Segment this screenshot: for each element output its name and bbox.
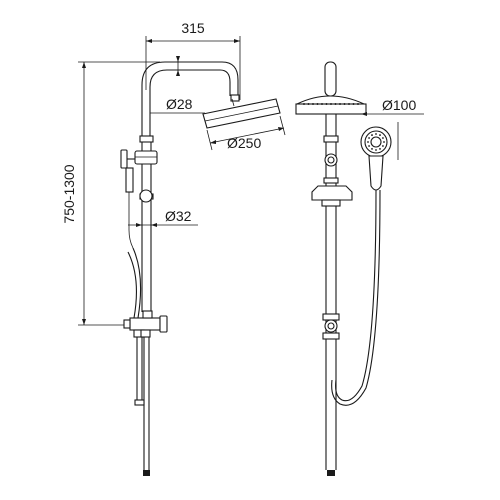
- dimension-label-32: Ø32: [165, 208, 192, 224]
- dimension-100: Ø100: [360, 97, 424, 160]
- dimension-label-315: 315: [181, 20, 205, 36]
- dimension-label-height: 750-1300: [61, 164, 77, 223]
- nozzle-dot: [352, 103, 355, 105]
- hand-nozzle-dot: [371, 134, 373, 136]
- nozzle-dot: [325, 103, 328, 105]
- hand-nozzle-dot: [383, 141, 385, 143]
- dimension-32: Ø32: [128, 208, 198, 227]
- slider-bracket-side: [120, 149, 158, 249]
- nozzle-dot: [330, 103, 332, 105]
- nozzle-dot: [343, 103, 346, 105]
- side-view: 315 750-1300 Ø28: [61, 20, 286, 476]
- outlet-connector-front: [322, 313, 340, 340]
- nozzle-dot: [316, 103, 319, 105]
- nozzle-dot: [312, 103, 314, 105]
- hand-shower: [360, 126, 392, 191]
- slider-bracket-front: [311, 185, 353, 207]
- hand-nozzle-dot: [371, 148, 373, 150]
- dimension-250: Ø250: [206, 115, 286, 151]
- shower-head-front: [295, 95, 367, 115]
- shower-head-side: [202, 98, 281, 129]
- dimension-315: 315: [145, 20, 241, 100]
- riser-rail-front: [323, 114, 339, 470]
- dimension-28: Ø28: [150, 56, 205, 114]
- hand-nozzle-dot: [379, 134, 381, 136]
- hand-nozzle-pattern: [367, 133, 385, 151]
- hand-nozzle-dot: [368, 145, 370, 147]
- dimension-label-28: Ø28: [166, 96, 193, 112]
- shower-arm: [141, 61, 240, 140]
- hand-nozzle-dot: [368, 137, 370, 139]
- nozzle-dot: [334, 103, 337, 105]
- hose-front: [331, 189, 381, 406]
- hand-nozzle-dot: [382, 137, 384, 139]
- dimension-height: 750-1300: [61, 61, 160, 326]
- nozzle-dot: [307, 103, 310, 105]
- dimension-label-250: Ø250: [227, 135, 261, 151]
- hand-nozzle-dot: [375, 149, 377, 151]
- nozzle-dot: [348, 103, 350, 105]
- inlet-pipes-side: [134, 337, 150, 476]
- inlet-front: [327, 470, 335, 476]
- hand-nozzle-dot: [382, 145, 384, 147]
- front-view: Ø100: [295, 61, 424, 476]
- nozzle-dot: [339, 103, 341, 105]
- dimension-label-100: Ø100: [382, 97, 416, 113]
- hand-nozzle-dot: [379, 148, 381, 150]
- arm-front: [324, 61, 337, 97]
- nozzle-dot: [321, 103, 323, 105]
- nozzle-dot: [303, 103, 305, 105]
- hand-nozzle-dot: [367, 141, 369, 143]
- nozzle-dot: [357, 103, 359, 105]
- mixer-side: [123, 310, 168, 338]
- hose-side: [127, 247, 142, 319]
- nozzle-pattern: [303, 103, 359, 105]
- hand-nozzle-dot: [375, 133, 377, 135]
- riser-rail-side: [139, 135, 154, 312]
